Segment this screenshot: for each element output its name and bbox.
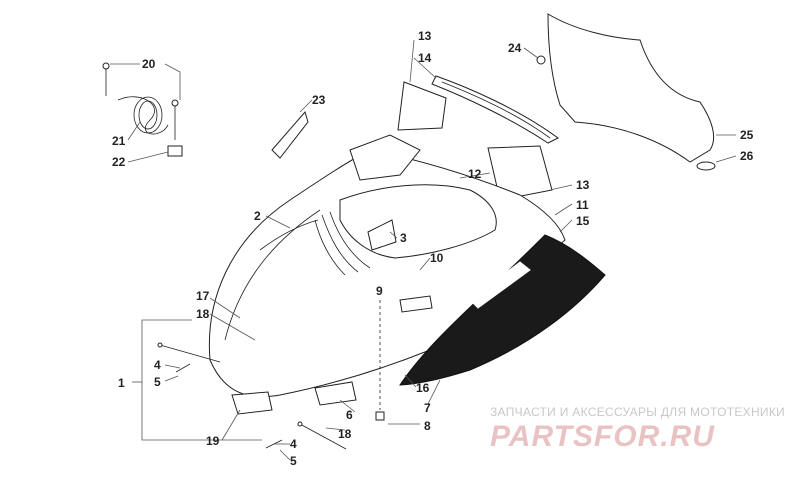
reference-line-9-8: [375, 300, 385, 421]
callout-8: 8: [424, 419, 431, 433]
callout-15: 15: [576, 214, 590, 228]
callout-22: 22: [112, 155, 126, 169]
small-decal: [271, 110, 309, 159]
leader-lines: [110, 39, 737, 461]
callout-2: 2: [254, 209, 261, 223]
windshield: [547, 13, 715, 163]
assembly-bracket: [132, 319, 262, 441]
callout-23: 23: [312, 93, 326, 107]
callout-19: 19: [206, 434, 220, 448]
callout-25: 25: [740, 128, 754, 142]
callout-21: 21: [112, 134, 126, 148]
callout-13-right: 13: [576, 178, 590, 192]
watermark-logo: PARTSFOR.RU: [490, 420, 715, 453]
callout-14: 14: [418, 51, 432, 65]
callout-9: 9: [376, 284, 383, 298]
callout-17: 17: [196, 289, 210, 303]
hood-decal-center: [399, 295, 433, 313]
callout-4-lower: 4: [290, 437, 297, 451]
callout-5: 5: [154, 375, 161, 389]
callout-24: 24: [508, 41, 522, 55]
callout-5-lower: 5: [290, 454, 297, 468]
callout-12: 12: [468, 167, 482, 181]
callout-18: 18: [196, 307, 210, 321]
hood-vent: [367, 219, 397, 251]
windshield-screw: [536, 55, 546, 65]
cotter-pin-left: [175, 363, 191, 373]
callout-4: 4: [154, 358, 161, 372]
callout-7: 7: [424, 401, 431, 415]
spring-assembly: [102, 62, 183, 157]
callout-6: 6: [346, 408, 353, 422]
callout-18-lower: 18: [338, 427, 352, 441]
side-panel-right: [487, 145, 553, 201]
callout-16: 16: [416, 381, 430, 395]
lower-rod-left: [157, 342, 221, 363]
callout-10: 10: [430, 251, 444, 265]
watermark-subtitle: ЗАПЧАСТИ И АКСЕССУАРЫ ДЛЯ МОТОТЕХНИКИ: [490, 405, 786, 419]
headlight-grille-right: [314, 381, 357, 406]
callout-1: 1: [118, 376, 125, 390]
lower-rod-right: [297, 421, 347, 450]
side-panel-left: [397, 81, 447, 131]
callout-3: 3: [400, 231, 407, 245]
callout-11: 11: [576, 198, 589, 212]
callout-labels: 1 2 3 4 5 6 7 8 9 10 11 12 13 14 15 16 1…: [112, 29, 754, 468]
headlight-grille-left: [231, 391, 273, 415]
callout-13: 13: [418, 29, 432, 43]
windshield-washer: [696, 161, 716, 171]
trim-strip: [431, 75, 559, 144]
callout-26: 26: [740, 149, 754, 163]
callout-20: 20: [142, 57, 156, 71]
